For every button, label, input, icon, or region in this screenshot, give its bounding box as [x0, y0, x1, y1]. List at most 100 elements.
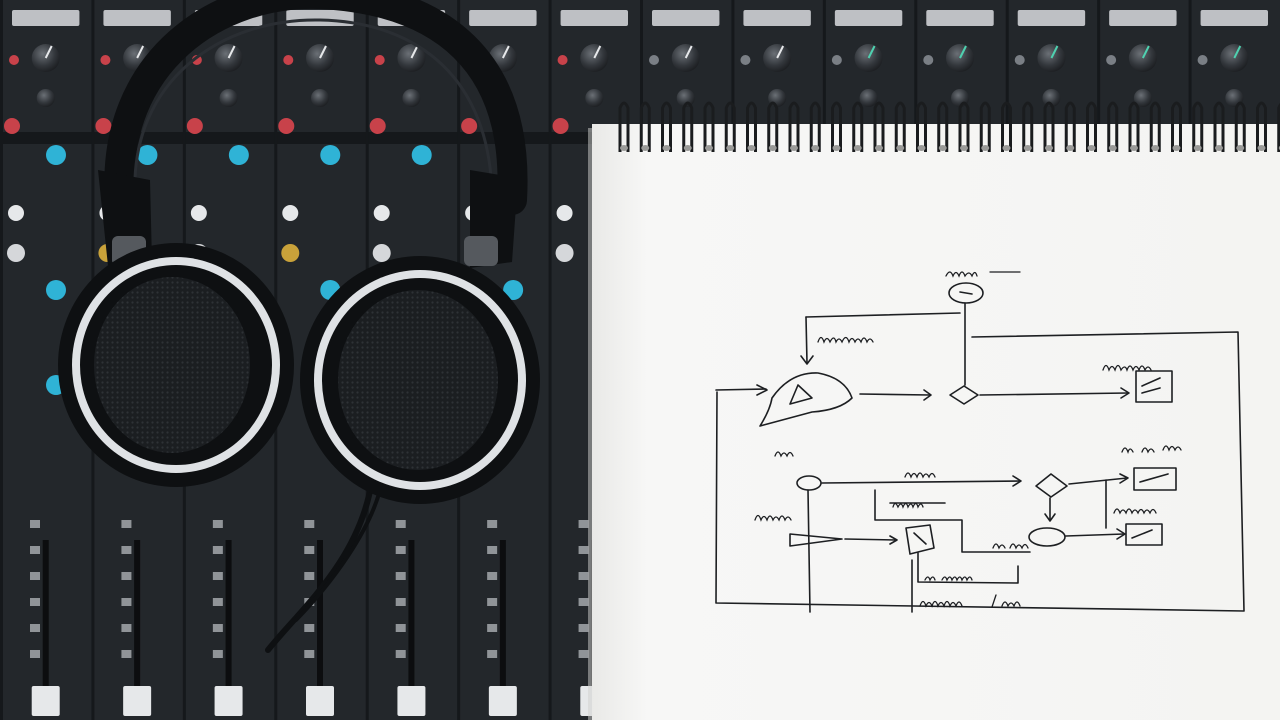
- spiral-ring: [894, 101, 906, 152]
- spiral-ring: [746, 101, 757, 152]
- channel-indicator: [1197, 55, 1208, 65]
- spiral-ring: [958, 101, 970, 152]
- fader-slot: [225, 540, 232, 710]
- channel-knob: [556, 205, 573, 221]
- channel-indicator: [1014, 55, 1025, 65]
- channel-button: [186, 118, 203, 134]
- channel-indicator: [831, 55, 842, 65]
- fader-slot: [134, 540, 141, 710]
- channel-indicator: [374, 55, 385, 65]
- channel-knob: [137, 145, 158, 165]
- fader-cap: [488, 686, 517, 716]
- spiral-ring: [1256, 101, 1267, 152]
- channel-label-strip: [12, 10, 80, 26]
- channel-knob: [36, 89, 55, 107]
- fader-slot: [408, 540, 415, 710]
- headband: [104, 0, 528, 215]
- channel-indicator: [100, 55, 111, 65]
- fader-cap: [214, 686, 243, 716]
- fader-slot: [42, 540, 49, 710]
- channel-label-strip: [652, 10, 720, 26]
- channel-indicator: [649, 55, 659, 65]
- channel-knob: [373, 205, 390, 221]
- spiral-ring: [1234, 101, 1246, 152]
- channel-indicator: [923, 55, 934, 65]
- spiral-ring: [1022, 101, 1034, 152]
- spiral-ring: [1192, 101, 1204, 152]
- right-ear-cup: [300, 256, 540, 504]
- notebook: [588, 101, 1280, 720]
- spiral-ring: [937, 101, 949, 152]
- spiral-ring: [682, 101, 694, 152]
- channel-label-strip: [286, 10, 354, 26]
- channel-label-strip: [103, 10, 171, 26]
- spiral-ring: [788, 101, 800, 152]
- spiral-ring: [639, 101, 651, 152]
- channel-knob: [320, 145, 341, 165]
- signal-flow-sketch: [715, 282, 1245, 613]
- spiral-ring: [831, 101, 842, 152]
- spiral-ring: [1171, 101, 1182, 152]
- spiral-ring: [979, 101, 991, 152]
- channel-knob: [281, 244, 300, 262]
- spiral-ring: [873, 101, 885, 152]
- channel-knob: [8, 205, 24, 221]
- spiral-ring: [1001, 101, 1012, 152]
- channel-knob: [190, 205, 207, 221]
- spiral-ring: [618, 101, 630, 152]
- spiral-ring: [1128, 101, 1140, 152]
- notebook-spiral-binding: [618, 101, 1280, 152]
- channel-indicator: [283, 55, 294, 65]
- channel-knob: [859, 89, 878, 107]
- channel-label-strip: [560, 10, 628, 26]
- spiral-ring: [1064, 101, 1076, 152]
- channel-button: [461, 118, 478, 134]
- fader-cap: [397, 686, 426, 716]
- channel-button: [552, 118, 569, 134]
- channel-knob: [555, 244, 574, 262]
- fader-cap: [306, 686, 334, 716]
- channel-knob: [282, 205, 299, 221]
- fader-slot: [499, 540, 506, 710]
- channel-button: [369, 118, 386, 134]
- spiral-ring: [916, 101, 927, 152]
- channel-knob: [46, 280, 66, 300]
- spiral-ring: [1107, 101, 1119, 152]
- channel-knob: [311, 89, 329, 107]
- spiral-ring: [1149, 101, 1161, 152]
- channel-knob: [219, 89, 238, 107]
- channel-label-strip: [1200, 10, 1268, 26]
- channel-label-strip: [469, 10, 537, 26]
- channel-button: [95, 118, 112, 134]
- channel-knob: [46, 145, 66, 165]
- channel-label-strip: [1109, 10, 1177, 26]
- spiral-ring: [852, 101, 864, 152]
- channel-label-strip: [926, 10, 994, 26]
- headphones: [58, 0, 540, 653]
- spiral-ring: [661, 101, 672, 152]
- spiral-ring: [809, 101, 821, 152]
- channel-knob: [1133, 89, 1152, 107]
- channel-indicator: [740, 55, 751, 65]
- channel-knob: [7, 244, 25, 262]
- channel-knob: [228, 145, 249, 165]
- spiral-ring: [1277, 102, 1280, 152]
- spiral-ring: [1043, 101, 1055, 152]
- channel-button: [4, 118, 20, 134]
- spiral-ring: [1213, 101, 1225, 152]
- channel-label-strip: [834, 10, 903, 26]
- channel-knob: [411, 145, 432, 165]
- channel-button: [278, 118, 295, 134]
- fader-cap: [123, 686, 152, 716]
- handwritten-scribbles: [754, 271, 1182, 608]
- channel-knob: [585, 89, 604, 107]
- fader-slot: [317, 540, 323, 710]
- channel-indicator: [557, 55, 568, 65]
- left-ear-cup: [58, 243, 294, 487]
- spiral-ring: [767, 101, 779, 152]
- channel-label-strip: [743, 10, 811, 26]
- spiral-ring: [703, 101, 715, 152]
- channel-knob: [372, 244, 391, 262]
- fader-cap: [31, 686, 60, 716]
- channel-knob: [503, 280, 524, 300]
